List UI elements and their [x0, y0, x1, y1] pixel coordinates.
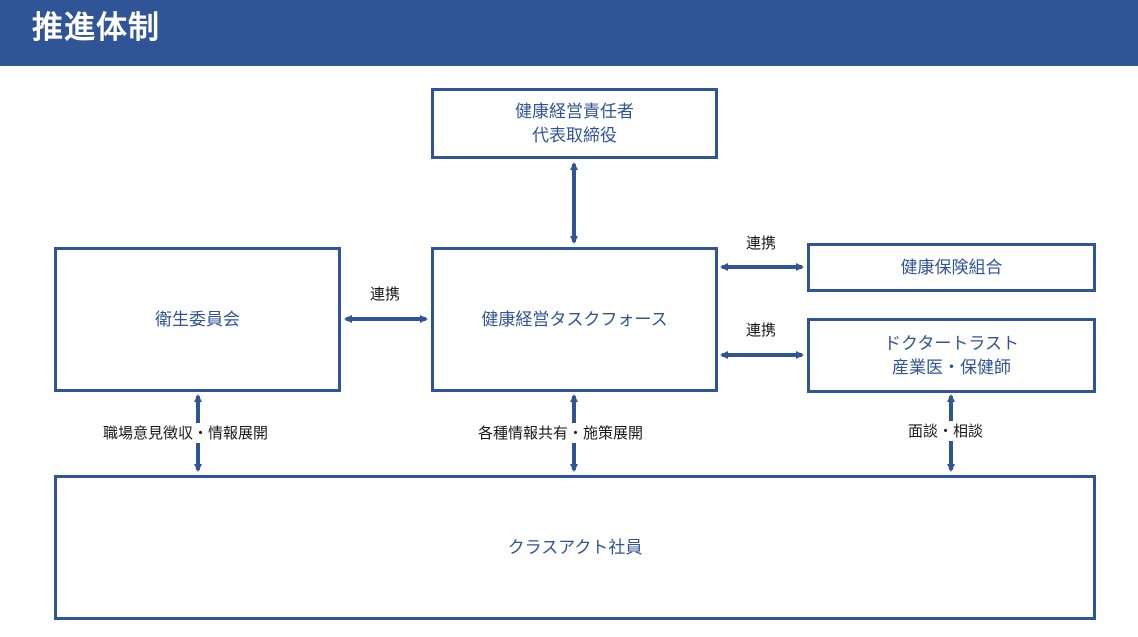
ceo-role: 代表取締役	[532, 125, 617, 146]
page-title: 推進体制	[32, 10, 160, 46]
insurance-label: 健康保険組合	[900, 257, 1003, 278]
label-doctor-employees: 面談・相談	[908, 421, 984, 441]
label-taskforce-employees: 各種情報共有・施策展開	[478, 423, 644, 443]
doctor-trust-staff: 産業医・保健師	[892, 357, 1011, 378]
doctor-trust-name: ドクタートラスト	[884, 333, 1019, 354]
label-committee-employees: 職場意見徴収・情報展開	[103, 423, 269, 443]
ceo-box: 健康経営責任者 代表取締役	[431, 88, 718, 159]
insurance-box: 健康保険組合	[807, 243, 1096, 292]
label-taskforce-insurance: 連携	[746, 233, 777, 253]
label-committee-taskforce: 連携	[370, 284, 401, 304]
employees-label: クラスアクト社員	[507, 537, 643, 558]
health-committee-label: 衛生委員会	[155, 309, 240, 330]
page-header: 推進体制	[0, 0, 1138, 66]
label-taskforce-doctor: 連携	[746, 320, 777, 340]
health-committee-box: 衛生委員会	[54, 247, 341, 392]
employees-box: クラスアクト社員	[54, 475, 1096, 620]
taskforce-label: 健康経営タスクフォース	[481, 309, 668, 330]
doctor-trust-box: ドクタートラスト 産業医・保健師	[807, 318, 1096, 393]
taskforce-box: 健康経営タスクフォース	[431, 247, 718, 392]
ceo-title: 健康経営責任者	[515, 101, 634, 122]
